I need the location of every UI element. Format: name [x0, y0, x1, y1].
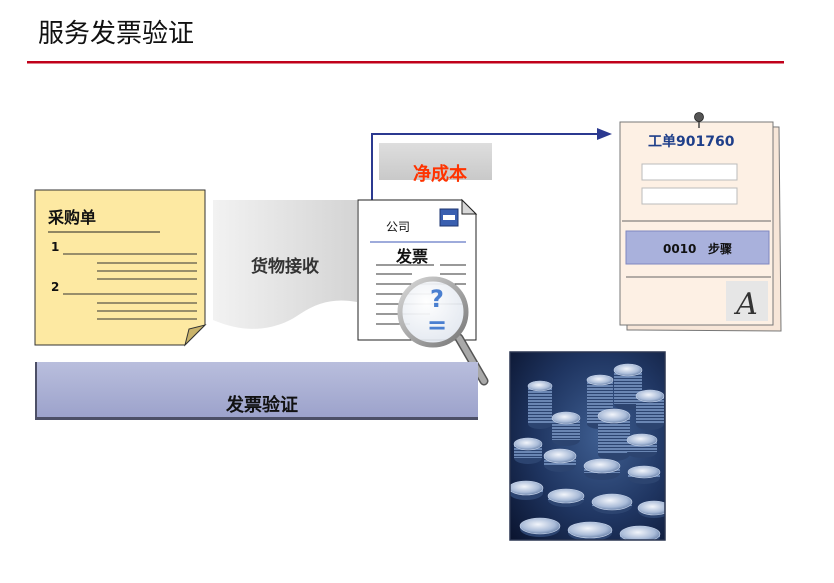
goods-receipt-shape — [213, 200, 357, 329]
coin-stack — [527, 380, 553, 429]
invoice-company: 公司 — [386, 220, 410, 234]
coin-stack — [635, 389, 665, 430]
arrow-line — [371, 133, 598, 200]
work-order-field-1 — [641, 163, 738, 181]
coin-stack — [519, 517, 561, 537]
coin-top — [551, 411, 581, 425]
coin-stack — [597, 408, 631, 461]
magnifier-handle — [456, 335, 487, 384]
coin-stack — [551, 411, 581, 446]
magnifier-question-mark: ? — [430, 285, 444, 313]
band-fill — [35, 362, 478, 418]
coin-stack — [591, 493, 633, 514]
title-rule — [27, 61, 784, 64]
net-cost-box-fill — [379, 143, 492, 180]
coin-stack — [513, 437, 543, 464]
coin-top — [613, 363, 643, 377]
coin-top — [510, 480, 544, 496]
company-logo-mark — [443, 215, 455, 220]
arrow-head — [597, 128, 612, 140]
purchase-order-item-2-number: 2 — [51, 280, 59, 294]
magnifier-equals-sign: = — [427, 311, 447, 339]
coin-top — [527, 380, 553, 392]
invoice-verification-label: 发票验证 — [225, 394, 298, 416]
page-title: 服务发票验证 — [38, 19, 194, 49]
coin-stack — [510, 480, 544, 500]
coin-top — [626, 433, 658, 447]
net-cost-label: 净成本 — [413, 163, 467, 185]
signature: A — [733, 287, 758, 322]
coin-stack — [543, 448, 577, 472]
coin-stack — [619, 525, 661, 540]
magnifier-lens — [397, 276, 469, 348]
goods-receipt-label: 货物接收 — [251, 256, 319, 277]
pushpin-icon — [694, 112, 704, 128]
coin-stack — [547, 488, 585, 507]
note-folded-corner — [184, 324, 207, 347]
purchase-order-title: 采购单 — [47, 208, 96, 227]
coin-stack — [627, 465, 661, 484]
photo-frame — [509, 351, 666, 541]
magnifier-icon: ? = — [397, 276, 489, 386]
purchase-order-note: 采购单 1 2 — [34, 189, 207, 347]
coin-top — [519, 517, 561, 535]
company-logo-icon — [439, 208, 459, 227]
band-bottom-shadow — [35, 417, 478, 420]
goods-receipt-document: 货物接收 — [213, 200, 357, 329]
work-order-card: 工单901760 0010 步骤 A — [619, 112, 782, 332]
coin-stacks — [510, 363, 665, 540]
coin-top — [543, 448, 577, 464]
coin-top — [635, 389, 665, 403]
coin-stack — [583, 458, 621, 480]
arrow-right-icon — [371, 128, 612, 200]
work-order-title: 工单901760 — [648, 133, 735, 150]
invoice-title: 发票 — [395, 247, 428, 266]
work-order-step-number: 0010 — [663, 242, 696, 256]
coin-stack-side — [528, 386, 552, 424]
signature-box — [726, 281, 768, 321]
pushpin-head — [694, 112, 704, 122]
coin-top — [513, 437, 543, 451]
work-order-field-2 — [641, 187, 738, 205]
coin-top — [627, 465, 661, 479]
coin-top — [619, 525, 661, 540]
net-cost-box: 净成本 — [379, 143, 492, 185]
coin-stack — [637, 500, 665, 518]
invoice-folded-corner — [461, 198, 478, 215]
coin-top — [567, 521, 613, 539]
coin-stack — [567, 521, 613, 540]
coin-top — [586, 374, 614, 386]
coin-top — [637, 500, 665, 516]
invoice-verification-band: 发票验证 — [35, 362, 478, 420]
coin-top — [583, 458, 621, 474]
coin-top — [547, 488, 585, 504]
work-order-step-label: 步骤 — [708, 241, 732, 256]
coins-photo — [509, 351, 666, 541]
coin-top — [591, 493, 633, 511]
work-order-step-bar — [625, 230, 770, 265]
coin-stack — [626, 433, 658, 458]
coin-top — [597, 408, 631, 424]
purchase-order-item-1-number: 1 — [51, 240, 59, 254]
band-left-shadow — [35, 362, 37, 420]
